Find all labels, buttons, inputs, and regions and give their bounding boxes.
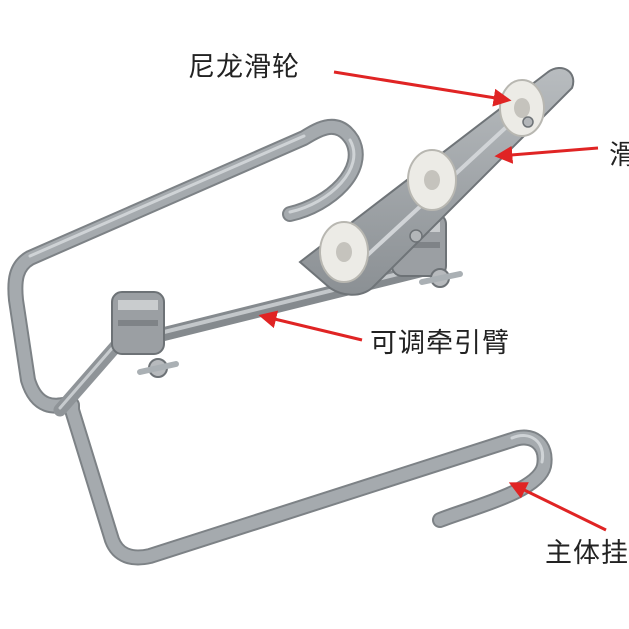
arm-clamp-left	[111, 291, 179, 378]
pulley-1	[319, 221, 369, 283]
nylon-pulleys	[319, 79, 545, 283]
pulley-2	[407, 149, 457, 211]
arrow-icon	[333, 70, 512, 107]
frame-body	[9, 120, 551, 564]
arrow-icon	[508, 482, 607, 532]
main-frame	[7, 118, 553, 566]
label-nylon-pulley: 尼龙滑轮	[188, 52, 300, 83]
label-adjustable-arm: 可调牵引臂	[370, 328, 510, 359]
arrow-icon	[258, 310, 363, 342]
pulley-3	[499, 79, 545, 137]
callout-arrows	[258, 70, 607, 532]
label-main-hook: 主体挂	[545, 538, 629, 569]
arm-clamp-right	[391, 213, 463, 288]
label-slide: 滑	[609, 140, 629, 171]
arrow-icon	[494, 145, 599, 164]
frame-highlight	[28, 134, 545, 464]
